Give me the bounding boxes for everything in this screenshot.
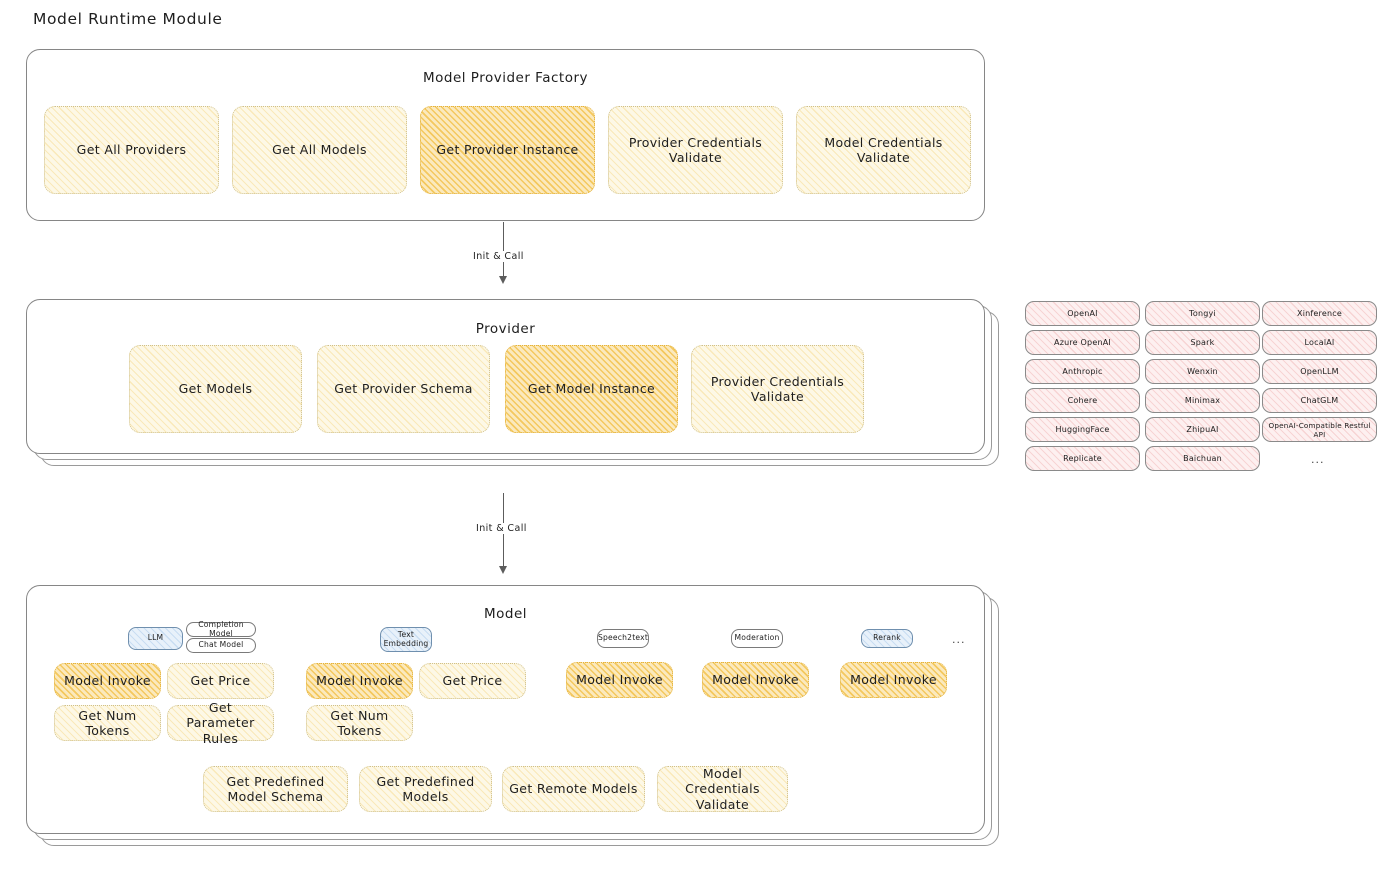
provider-chip-xinference[interactable]: Xinference — [1262, 301, 1377, 326]
provider-box-get-model-instance[interactable]: Get Model Instance — [505, 345, 678, 433]
llm-method-get-price[interactable]: Get Price — [167, 663, 274, 699]
model-method-get-predefined-model-schema[interactable]: Get Predefined Model Schema — [203, 766, 348, 812]
model-method-get-remote-models[interactable]: Get Remote Models — [502, 766, 645, 812]
text-embedding-method-get-num-tokens[interactable]: Get Num Tokens — [306, 705, 413, 741]
llm-method-model-invoke[interactable]: Model Invoke — [54, 663, 161, 699]
provider-chip-replicate[interactable]: Replicate — [1025, 446, 1140, 471]
provider-chip-cohere[interactable]: Cohere — [1025, 388, 1140, 413]
provider-chip-wenxin[interactable]: Wenxin — [1145, 359, 1260, 384]
factory-box-model-credentials-validate[interactable]: Model Credentials Validate — [796, 106, 971, 194]
factory-box-get-all-models[interactable]: Get All Models — [232, 106, 407, 194]
model-method-model-credentials-validate[interactable]: Model Credentials Validate — [657, 766, 788, 812]
provider-chip-openllm[interactable]: OpenLLM — [1262, 359, 1377, 384]
model-type-tag-moderation[interactable]: Moderation — [731, 629, 783, 648]
speech2text-method-model-invoke[interactable]: Model Invoke — [566, 662, 673, 698]
model-method-get-predefined-models[interactable]: Get Predefined Models — [359, 766, 492, 812]
factory-title: Model Provider Factory — [422, 70, 588, 86]
arrow-provider-to-model-head — [498, 566, 507, 574]
rerank-method-model-invoke[interactable]: Model Invoke — [840, 662, 947, 698]
provider-box-get-provider-schema[interactable]: Get Provider Schema — [317, 345, 490, 433]
page-title: Model Runtime Module — [33, 10, 223, 28]
provider-chip-baichuan[interactable]: Baichuan — [1145, 446, 1260, 471]
provider-chip-openai-compatible-restful-api[interactable]: OpenAI-Compatible Restful API — [1262, 417, 1377, 442]
model-type-tag-text-embedding[interactable]: Text Embedding — [380, 627, 432, 652]
provider-chip-tongyi[interactable]: Tongyi — [1145, 301, 1260, 326]
model-type-tag-speech2text[interactable]: Speech2text — [597, 629, 649, 648]
arrow-label-init-call-1: Init & Call — [469, 251, 528, 262]
model-types-more-ellipsis: ... — [952, 633, 966, 646]
provider-chip-huggingface[interactable]: HuggingFace — [1025, 417, 1140, 442]
provider-chip-chatglm[interactable]: ChatGLM — [1262, 388, 1377, 413]
provider-list-more-ellipsis: ... — [1311, 453, 1325, 466]
arrow-label-init-call-2: Init & Call — [472, 523, 531, 534]
factory-box-provider-credentials-validate[interactable]: Provider Credentials Validate — [608, 106, 783, 194]
arrow-factory-to-provider-head — [498, 276, 507, 284]
provider-chip-openai[interactable]: OpenAI — [1025, 301, 1140, 326]
provider-chip-anthropic[interactable]: Anthropic — [1025, 359, 1140, 384]
provider-chip-localai[interactable]: LocalAI — [1262, 330, 1377, 355]
provider-box-get-models[interactable]: Get Models — [129, 345, 302, 433]
provider-chip-zhipuai[interactable]: ZhipuAI — [1145, 417, 1260, 442]
text-embedding-method-model-invoke[interactable]: Model Invoke — [306, 663, 413, 699]
model-type-tag-llm[interactable]: LLM — [128, 627, 183, 650]
model-title: Model — [483, 606, 528, 622]
factory-box-get-provider-instance[interactable]: Get Provider Instance — [420, 106, 595, 194]
model-type-tag-rerank[interactable]: Rerank — [861, 629, 913, 648]
provider-chip-azure-openai[interactable]: Azure OpenAI — [1025, 330, 1140, 355]
text-embedding-method-get-price[interactable]: Get Price — [419, 663, 526, 699]
provider-box-provider-credentials-validate[interactable]: Provider Credentials Validate — [691, 345, 864, 433]
factory-box-get-all-providers[interactable]: Get All Providers — [44, 106, 219, 194]
provider-chip-spark[interactable]: Spark — [1145, 330, 1260, 355]
llm-method-get-num-tokens[interactable]: Get Num Tokens — [54, 705, 161, 741]
moderation-method-model-invoke[interactable]: Model Invoke — [702, 662, 809, 698]
provider-chip-minimax[interactable]: Minimax — [1145, 388, 1260, 413]
model-subtag-chat-model[interactable]: Chat Model — [186, 638, 256, 653]
provider-title: Provider — [475, 321, 536, 337]
llm-method-get-parameter-rules[interactable]: Get Parameter Rules — [167, 700, 274, 746]
model-subtag-completion-model[interactable]: Completion Model — [186, 620, 256, 637]
